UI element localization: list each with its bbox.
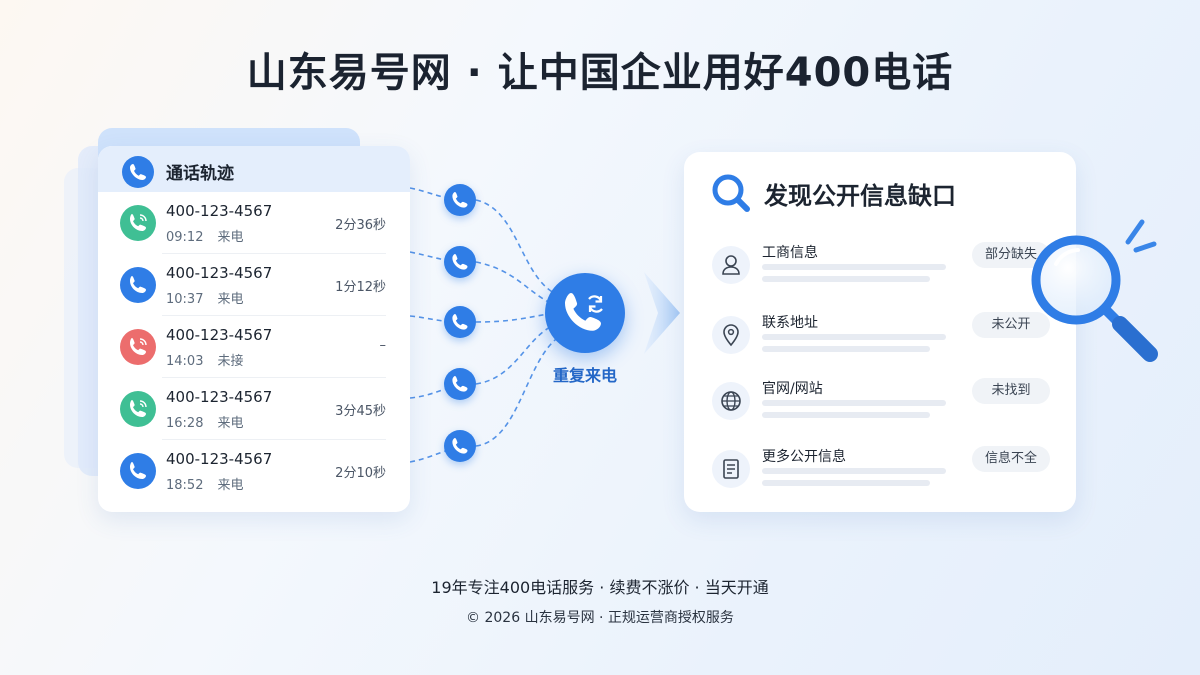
call-type: 来电 (217, 230, 244, 245)
placeholder-bar (762, 334, 946, 340)
placeholder-bar (762, 276, 930, 282)
divider (162, 315, 386, 316)
call-number: 400-123-4567 (166, 202, 273, 220)
call-number: 400-123-4567 (166, 388, 273, 406)
info-gap-card: 发现公开信息缺口 工商信息 部分缺失 联系地址 未公开 官网/网站 未找到 更多… (684, 152, 1076, 512)
info-row-label: 更多公开信息 (762, 449, 846, 465)
phone-icon (120, 267, 156, 303)
location-pin-icon (712, 316, 750, 354)
info-row: 联系地址 未公开 (684, 310, 1076, 370)
call-row[interactable]: 400-123-4567 10:37 来电 1分12秒 (98, 254, 410, 316)
info-row-label: 官网/网站 (762, 381, 823, 397)
call-number: 400-123-4567 (166, 450, 273, 468)
call-row[interactable]: 400-123-4567 16:28 来电 3分45秒 (98, 378, 410, 440)
call-duration: 1分12秒 (335, 280, 386, 295)
call-duration: 2分10秒 (335, 466, 386, 481)
call-number: 400-123-4567 (166, 264, 273, 282)
call-time: 18:52 (166, 478, 204, 493)
info-row-label: 工商信息 (762, 245, 818, 261)
placeholder-bar (762, 412, 930, 418)
info-row: 官网/网站 未找到 (684, 376, 1076, 436)
call-log-header: 通话轨迹 (98, 146, 410, 192)
hub-label: 重复来电 (552, 366, 617, 385)
phone-node-icon (444, 430, 476, 462)
call-time: 14:03 (166, 354, 204, 369)
phone-icon (120, 453, 156, 489)
call-log-title: 通话轨迹 (166, 164, 234, 184)
call-type: 来电 (217, 416, 244, 431)
call-log-card: 通话轨迹 400-123-4567 09:12 来电 2分36秒 400-123-… (98, 146, 410, 512)
phone-missed-icon (120, 329, 156, 365)
placeholder-bar (762, 480, 930, 486)
call-time: 09:12 (166, 230, 204, 245)
placeholder-bar (762, 400, 946, 406)
divider (162, 439, 386, 440)
info-row-label: 联系地址 (762, 315, 818, 331)
magnifier-icon (1031, 219, 1158, 362)
call-duration: – (379, 338, 387, 353)
footer-copyright: © 2026 山东易号网 · 正规运营商授权服务 (466, 610, 734, 626)
placeholder-bar (762, 468, 946, 474)
info-row: 更多公开信息 信息不全 (684, 444, 1076, 504)
call-row[interactable]: 400-123-4567 18:52 来电 2分10秒 (98, 440, 410, 502)
info-card-title: 发现公开信息缺口 (764, 182, 956, 210)
page-title: 山东易号网 · 让中国企业用好400电话 (246, 50, 954, 96)
user-icon (712, 246, 750, 284)
call-type: 未接 (217, 354, 244, 369)
phone-answered-icon (120, 205, 156, 241)
call-time: 10:37 (166, 292, 204, 307)
call-row[interactable]: 400-123-4567 09:12 来电 2分36秒 (98, 192, 410, 254)
divider (162, 377, 386, 378)
document-icon (712, 450, 750, 488)
phone-icon (122, 156, 154, 188)
call-duration: 2分36秒 (335, 218, 386, 233)
footer-tagline: 19年专注400电话服务 · 续费不涨价 · 当天开通 (431, 578, 769, 597)
phone-node-icon (444, 368, 476, 400)
status-badge: 信息不全 (972, 446, 1050, 472)
status-badge: 未找到 (972, 378, 1050, 404)
call-time: 16:28 (166, 416, 204, 431)
call-type: 来电 (217, 478, 244, 493)
phone-node-icon (444, 184, 476, 216)
placeholder-bar (762, 264, 946, 270)
call-row[interactable]: 400-123-4567 14:03 未接 – (98, 316, 410, 378)
call-type: 来电 (217, 292, 244, 307)
status-badge: 未公开 (972, 312, 1050, 338)
info-row: 工商信息 部分缺失 (684, 240, 1076, 300)
call-number: 400-123-4567 (166, 326, 273, 344)
globe-icon (712, 382, 750, 420)
placeholder-bar (762, 346, 930, 352)
phone-repeat-icon (545, 273, 625, 353)
phone-answered-icon (120, 391, 156, 427)
divider (162, 253, 386, 254)
arrow-right-icon (644, 272, 680, 354)
call-duration: 3分45秒 (335, 404, 386, 419)
phone-node-icon (444, 306, 476, 338)
phone-node-icon (444, 246, 476, 278)
search-icon (710, 172, 752, 214)
